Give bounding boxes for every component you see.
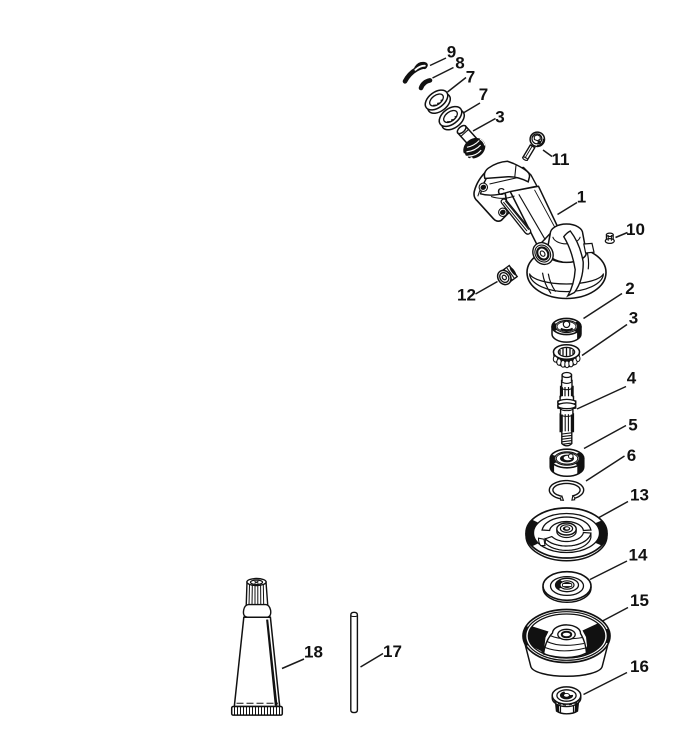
svg-text:13: 13: [630, 486, 649, 505]
svg-text:3: 3: [629, 309, 638, 328]
svg-text:8: 8: [455, 54, 464, 73]
svg-text:5: 5: [628, 416, 637, 435]
svg-text:3: 3: [495, 108, 504, 127]
svg-text:15: 15: [630, 591, 649, 610]
svg-text:10: 10: [626, 220, 645, 239]
svg-text:7: 7: [479, 85, 488, 104]
svg-text:C: C: [497, 186, 505, 198]
svg-text:12: 12: [457, 286, 476, 305]
svg-text:7: 7: [466, 68, 475, 87]
svg-text:9: 9: [447, 43, 456, 62]
svg-text:17: 17: [383, 642, 402, 661]
svg-text:14: 14: [629, 546, 648, 565]
svg-text:18: 18: [304, 643, 323, 662]
svg-text:11: 11: [552, 150, 570, 169]
svg-text:4: 4: [627, 369, 637, 388]
svg-text:1: 1: [577, 188, 586, 207]
svg-text:6: 6: [627, 446, 636, 465]
svg-text:2: 2: [625, 279, 634, 298]
svg-text:16: 16: [630, 657, 649, 676]
